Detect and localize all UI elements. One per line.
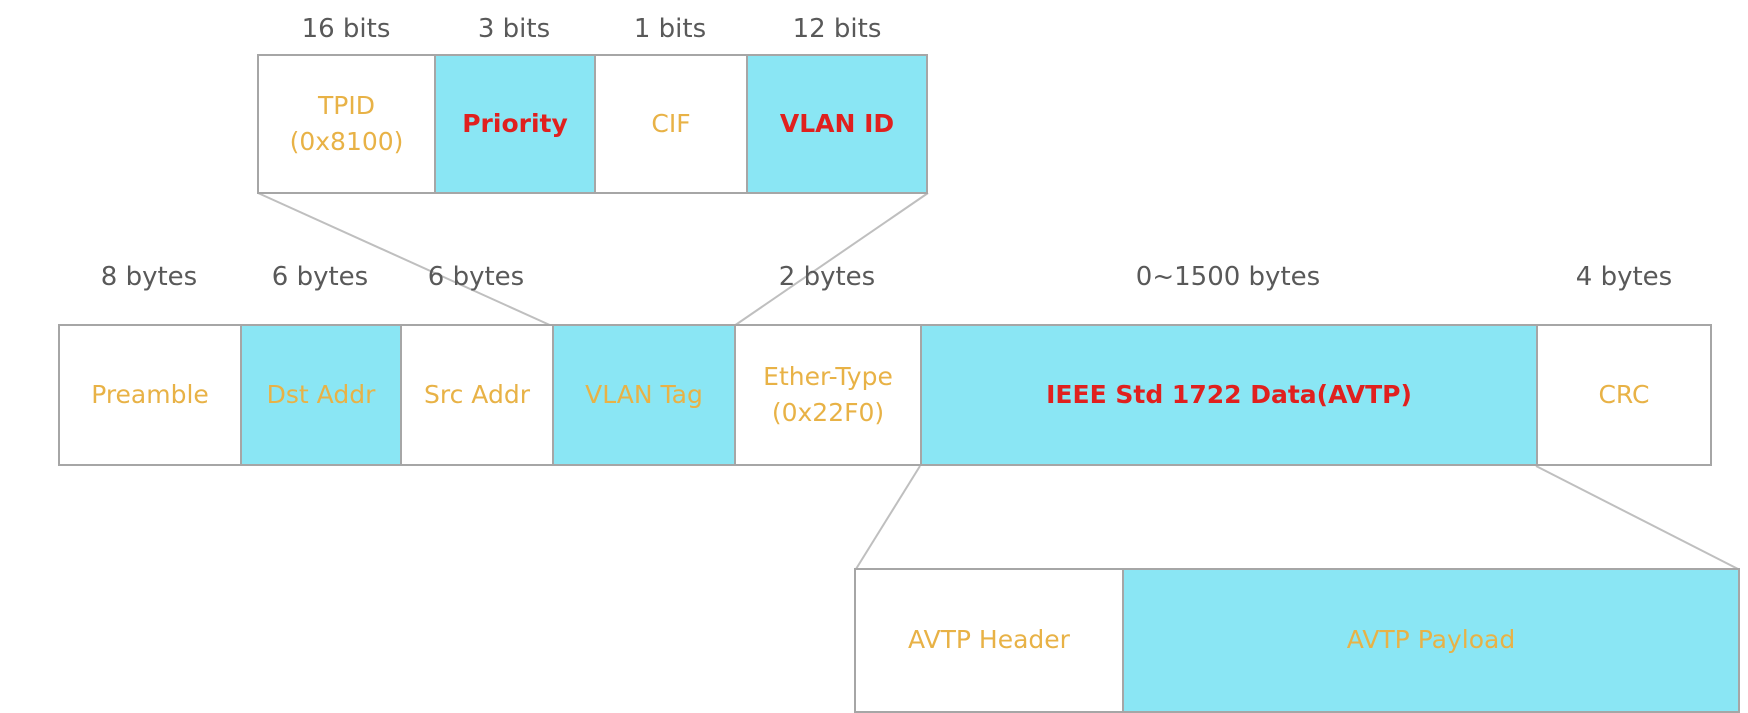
preamble-size-label: 8 bytes <box>100 262 198 292</box>
avtp-payload-label: AVTP Payload <box>1346 625 1516 655</box>
priority-field: Priority <box>434 54 596 194</box>
dst-addr-label: Dst Addr <box>266 379 376 409</box>
crc-size-label: 4 bytes <box>1575 262 1673 292</box>
cif-field: CIF <box>594 54 748 194</box>
vlan-id-field: VLAN ID <box>746 54 928 194</box>
cif-size-label: 1 bits <box>633 14 707 44</box>
src-addr-field: Src Addr <box>400 324 554 466</box>
priority-size-label: 3 bits <box>477 14 551 44</box>
ether-type-label: Ether-Type <box>763 361 893 391</box>
crc-field: CRC <box>1536 324 1712 466</box>
avtp-header-field: AVTP Header <box>854 568 1124 713</box>
ether-type-size-label: 2 bytes <box>778 262 876 292</box>
vlan-id-label: VLAN ID <box>779 108 895 138</box>
vlan-zoom-line-left <box>257 192 553 327</box>
src-addr-size-label: 6 bytes <box>427 262 525 292</box>
src-addr-label: Src Addr <box>424 379 530 409</box>
crc-label: CRC <box>1598 379 1650 409</box>
dst-addr-size-label: 6 bytes <box>271 262 369 292</box>
vlan-zoom-line-right <box>733 192 929 327</box>
tpid-field: TPID (0x8100) <box>257 54 436 194</box>
preamble-label: Preamble <box>91 379 209 409</box>
avtp-zoom-line-left <box>855 465 921 570</box>
tpid-label: TPID <box>318 90 375 120</box>
tpid-size-label: 16 bits <box>301 14 391 44</box>
vlan-tag-field: VLAN Tag <box>552 324 736 466</box>
ether-type-field: Ether-Type (0x22F0) <box>734 324 922 466</box>
vlan-tag-label: VLAN Tag <box>585 379 703 409</box>
cif-label: CIF <box>651 108 691 138</box>
avtp-data-size-label: 0~1500 bytes <box>1135 262 1321 292</box>
ether-type-value: (0x22F0) <box>771 398 885 427</box>
avtp-zoom-line-right <box>1535 465 1739 570</box>
dst-addr-field: Dst Addr <box>240 324 402 466</box>
avtp-header-label: AVTP Header <box>908 625 1070 655</box>
avtp-payload-field: AVTP Payload <box>1122 568 1740 713</box>
avtp-data-field: IEEE Std 1722 Data(AVTP) <box>920 324 1538 466</box>
vlan-id-size-label: 12 bits <box>792 14 882 44</box>
priority-label: Priority <box>462 108 568 138</box>
avtp-data-label: IEEE Std 1722 Data(AVTP) <box>1046 379 1412 409</box>
preamble-field: Preamble <box>58 324 242 466</box>
tpid-value: (0x8100) <box>289 127 404 156</box>
